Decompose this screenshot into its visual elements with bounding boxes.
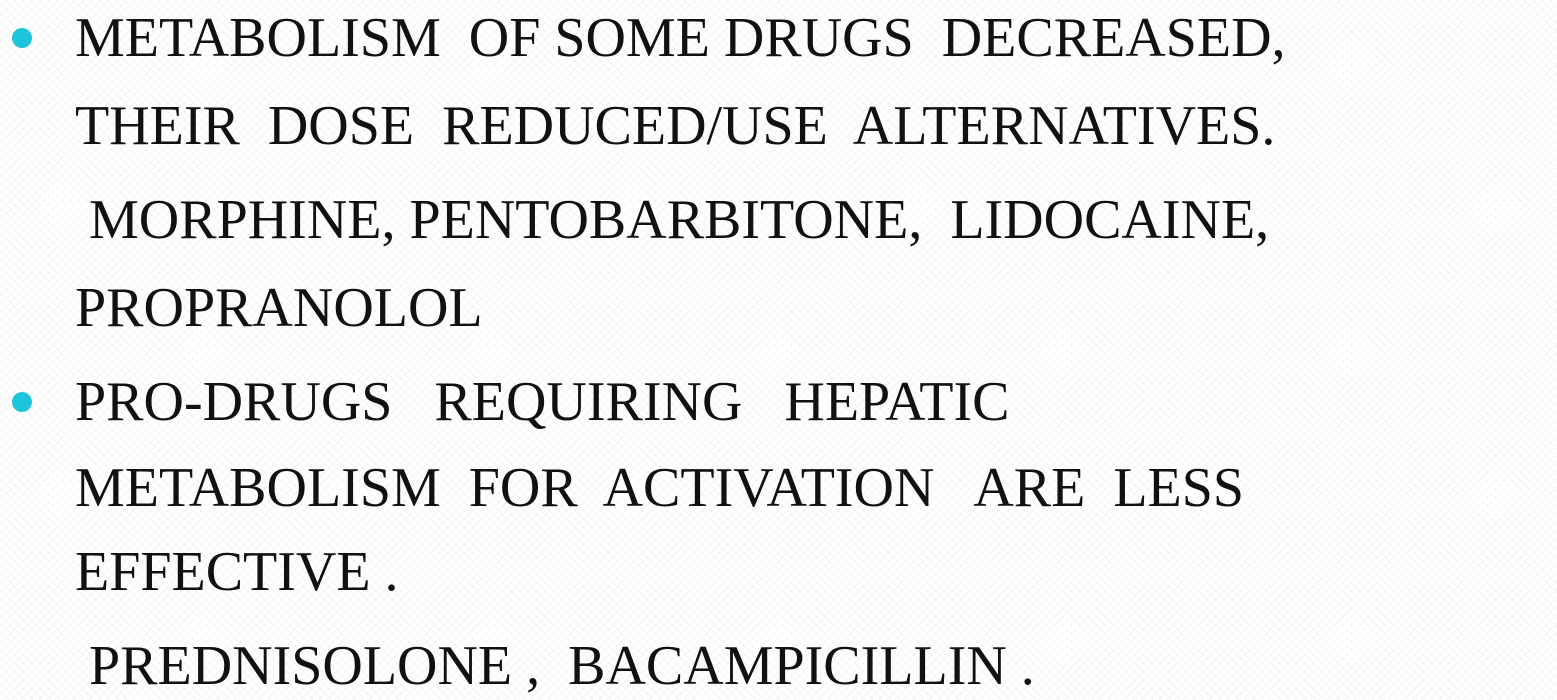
bullet-2-example-1: PREDNISOLONE , BACAMPICILLIN . <box>75 635 1035 697</box>
bullet-2-line-1: PRO-DRUGS REQUIRING HEPATIC <box>75 371 1010 433</box>
bullet-marker-1 <box>12 28 32 48</box>
bullet-marker-2 <box>12 392 32 412</box>
bullet-1-example-1: MORPHINE, PENTOBARBITONE, LIDOCAINE, <box>75 189 1270 251</box>
bullet-1-example-2: PROPRANOLOL <box>75 277 483 339</box>
bullet-2-line-3: EFFECTIVE . <box>75 541 399 603</box>
bullet-1-line-1: METABOLISM OF SOME DRUGS DECREASED, <box>75 7 1286 69</box>
bullet-2-line-2: METABOLISM FOR ACTIVATION ARE LESS <box>75 457 1245 519</box>
bullet-1-line-2: THEIR DOSE REDUCED/USE ALTERNATIVES. <box>75 95 1276 157</box>
